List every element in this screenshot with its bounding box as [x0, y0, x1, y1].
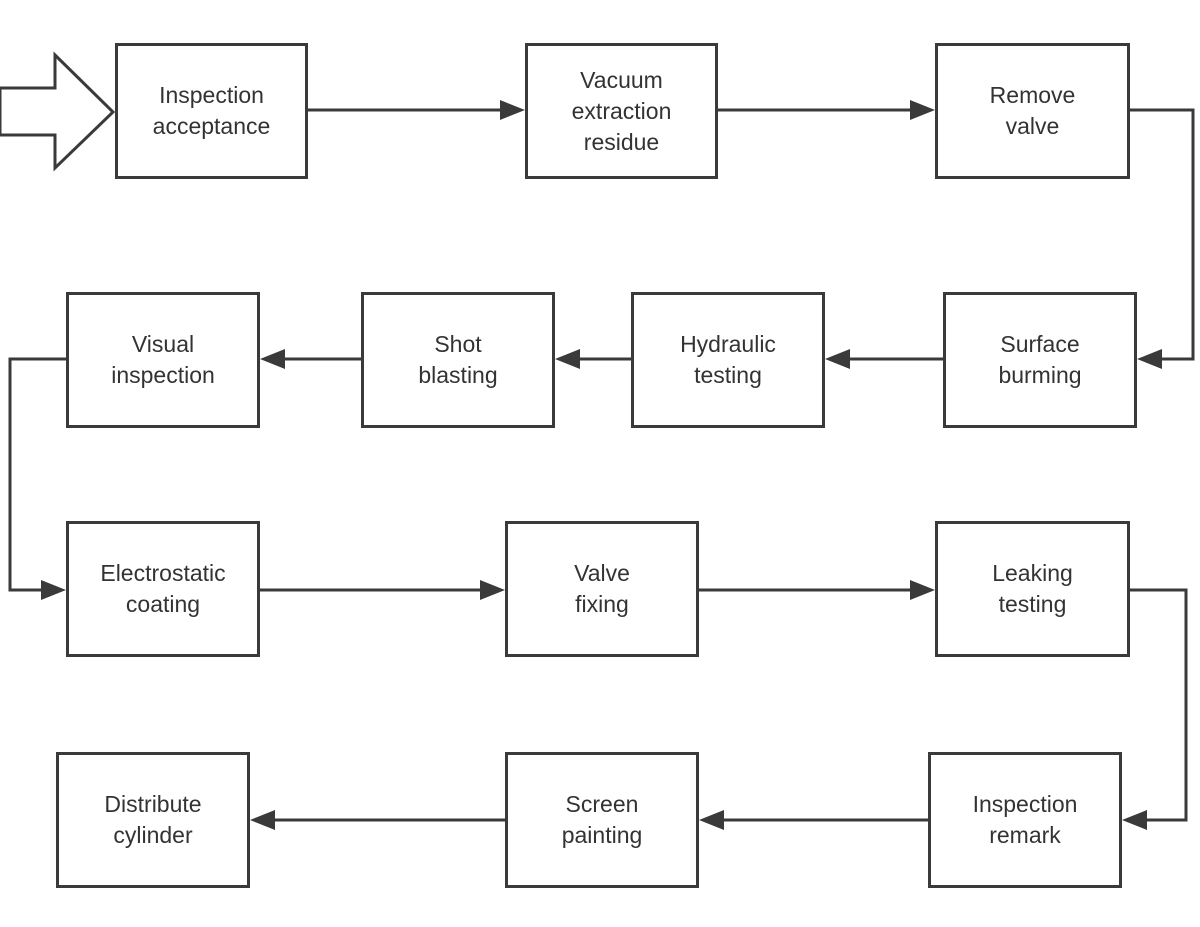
arrowhead — [260, 349, 285, 369]
step-leaking-testing: Leaking testing — [935, 521, 1130, 657]
arrowhead — [1137, 349, 1162, 369]
step-remove-valve: Remove valve — [935, 43, 1130, 179]
arrowhead — [699, 810, 724, 830]
step-label: Valve fixing — [574, 560, 630, 617]
arrowhead — [910, 580, 935, 600]
step-inspection-acceptance: Inspection acceptance — [115, 43, 308, 179]
step-label: Vacuum extraction residue — [571, 66, 672, 155]
step-label: Surface burming — [998, 331, 1082, 388]
arrow-visual-to-electrostatic — [8, 357, 66, 592]
step-label: Visual inspection — [111, 331, 215, 388]
arrow-remove-valve-to-surface-burming — [1130, 108, 1195, 361]
step-screen-painting: Screen painting — [505, 752, 699, 888]
arrow-leaking-to-inspection-remark — [1130, 588, 1188, 822]
entry-block-arrow — [0, 51, 116, 172]
arrowhead — [41, 580, 66, 600]
step-hydraulic-testing: Hydraulic testing — [631, 292, 825, 428]
step-label: Inspection acceptance — [152, 82, 271, 139]
step-valve-fixing: Valve fixing — [505, 521, 699, 657]
step-label: Distribute cylinder — [104, 791, 202, 848]
step-inspection-remark: Inspection remark — [928, 752, 1122, 888]
arrowhead — [1122, 810, 1147, 830]
arrowhead — [500, 100, 525, 120]
step-vacuum-extraction-residue: Vacuum extraction residue — [525, 43, 718, 179]
step-label: Shot blasting — [418, 331, 498, 388]
step-label: Inspection remark — [972, 791, 1078, 848]
step-label: Screen painting — [561, 791, 643, 848]
step-label: Remove valve — [989, 82, 1076, 139]
step-label: Hydraulic testing — [680, 331, 776, 388]
arrowhead — [825, 349, 850, 369]
step-label: Electrostatic coating — [100, 560, 226, 617]
arrowhead — [250, 810, 275, 830]
step-distribute-cylinder: Distribute cylinder — [56, 752, 250, 888]
step-surface-burming: Surface burming — [943, 292, 1137, 428]
step-label: Leaking testing — [992, 560, 1073, 617]
arrowhead — [555, 349, 580, 369]
step-visual-inspection: Visual inspection — [66, 292, 260, 428]
arrowhead — [480, 580, 505, 600]
step-electrostatic-coating: Electrostatic coating — [66, 521, 260, 657]
arrowhead — [910, 100, 935, 120]
step-shot-blasting: Shot blasting — [361, 292, 555, 428]
